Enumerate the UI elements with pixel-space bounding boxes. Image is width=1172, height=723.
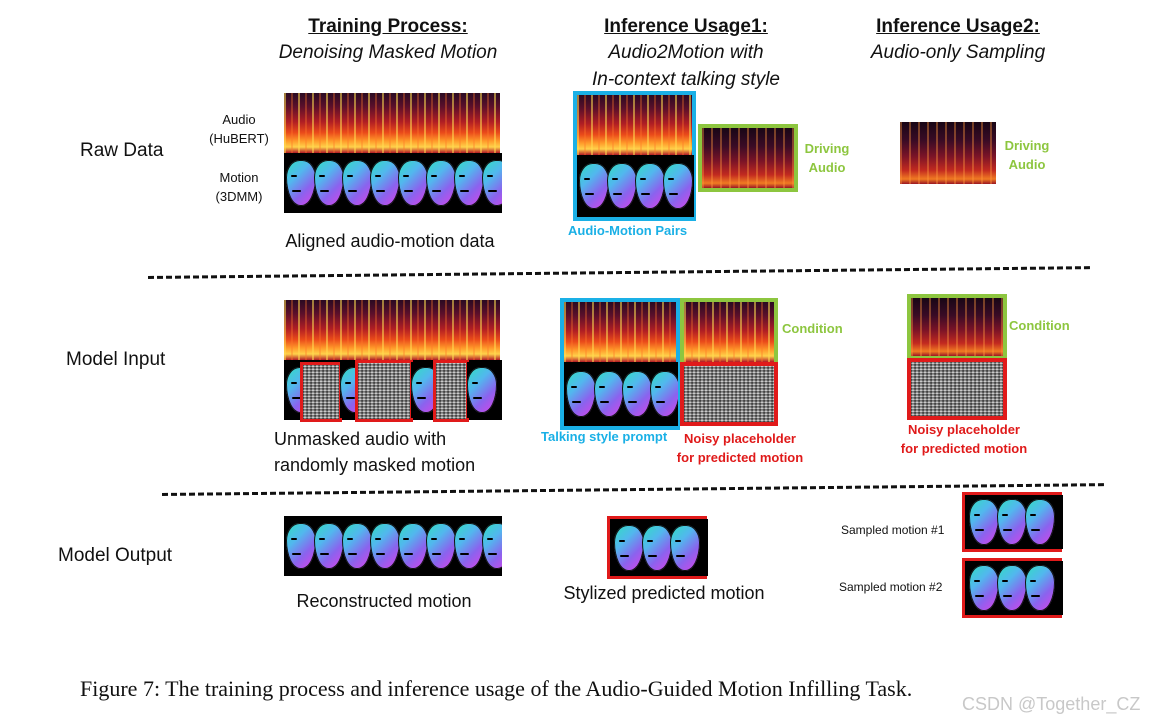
column-subtitle-inference1-line1: Audio2Motion with [608, 42, 764, 63]
face-icon [579, 163, 609, 209]
motion-strip [340, 362, 356, 418]
label-sampled-motion-1: Sampled motion #1 [841, 523, 945, 537]
driving-audio-spectrogram [900, 122, 996, 184]
motion-strip [577, 155, 694, 217]
motion-strip [965, 561, 1063, 615]
face-icon [650, 371, 678, 417]
watermark: CSDN @Together_CZ [962, 694, 1141, 714]
audio-spectrogram [284, 93, 500, 153]
motion-label: Motion (3DMM) [215, 170, 263, 204]
face-icon [314, 160, 344, 206]
row-label-raw-data: Raw Data [80, 140, 164, 161]
motion-strip [284, 153, 502, 213]
row-label-model-input: Model Input [66, 349, 166, 370]
masked-motion-block [433, 360, 469, 422]
face-icon [398, 160, 428, 206]
label-driving-audio: Driving Audio [804, 141, 850, 175]
label-condition: Condition [782, 321, 843, 336]
audio-spectrogram [702, 128, 794, 188]
face-icon [342, 523, 372, 569]
audio-spectrogram [284, 300, 500, 360]
face-icon [286, 160, 316, 206]
face-icon [670, 524, 700, 571]
condition-box-2 [907, 294, 1007, 360]
caption-aligned: Aligned audio-motion data [285, 231, 495, 251]
motion-strip [965, 495, 1063, 549]
label-noisy-placeholder-2: Noisy placeholder for predicted motion [900, 422, 1028, 456]
face-icon [1025, 565, 1055, 611]
separator-line [148, 266, 1090, 279]
face-icon [398, 523, 428, 569]
face-icon [997, 565, 1027, 611]
label-driving-audio-2: Driving Audio [1004, 138, 1050, 172]
noisy-placeholder-box [680, 362, 778, 426]
label-talking-style-prompt: Talking style prompt [541, 429, 668, 444]
face-icon [614, 524, 644, 571]
face-icon [467, 367, 497, 413]
face-icon [482, 523, 502, 569]
face-icon [997, 499, 1027, 545]
caption-unmasked-line1: Unmasked audio with [274, 429, 447, 449]
face-icon [607, 163, 637, 209]
face-icon [969, 565, 999, 611]
row-label-model-output: Model Output [58, 545, 173, 566]
figure-caption: Figure 7: The training process and infer… [80, 676, 913, 701]
face-icon [426, 523, 456, 569]
label-noisy-placeholder: Noisy placeholder for predicted motion [676, 431, 804, 465]
audio-spectrogram [684, 302, 774, 362]
face-icon [370, 160, 400, 206]
column-subtitle-inference1-line2: In-context talking style [592, 69, 780, 90]
face-icon [426, 160, 456, 206]
label-condition-2: Condition [1009, 318, 1070, 333]
column-subtitle-training: Denoising Masked Motion [278, 42, 498, 63]
face-icon [411, 367, 433, 413]
motion-strip [564, 362, 678, 426]
audio-spectrogram [564, 302, 676, 362]
face-icon [1025, 499, 1055, 545]
face-icon [286, 523, 316, 569]
caption-reconstructed: Reconstructed motion [296, 591, 472, 611]
talking-style-prompt-box [560, 298, 680, 430]
face-icon [342, 160, 372, 206]
face-icon [370, 523, 400, 569]
column-title-inference1: Inference Usage1: [604, 16, 768, 37]
driving-audio-box [698, 124, 798, 192]
face-icon [969, 499, 999, 545]
face-icon [622, 371, 652, 417]
face-icon [566, 371, 596, 417]
audio-spectrogram [577, 95, 692, 155]
audio-motion-pair-box [573, 91, 696, 221]
column-title-training: Training Process: [308, 16, 468, 37]
masked-motion-block [355, 360, 413, 422]
stylized-motion-box [607, 516, 708, 579]
face-icon [340, 367, 356, 413]
label-audio-motion-pairs: Audio-Motion Pairs [568, 223, 688, 238]
caption-stylized: Stylized predicted motion [563, 583, 765, 603]
face-icon [642, 524, 672, 571]
reconstructed-motion-strip [284, 516, 502, 576]
face-icon [454, 160, 484, 206]
audio-spectrogram [911, 298, 1003, 356]
condition-box [680, 298, 778, 366]
caption-unmasked-line2: randomly masked motion [274, 455, 476, 475]
masked-motion-block [300, 362, 342, 422]
sampled-motion-2-box [962, 558, 1063, 618]
noisy-placeholder-box-2 [907, 358, 1007, 420]
face-icon [663, 163, 693, 209]
motion-strip [411, 362, 433, 418]
label-sampled-motion-2: Sampled motion #2 [839, 580, 943, 594]
motion-strip [610, 519, 708, 576]
column-subtitle-inference2: Audio-only Sampling [870, 42, 1046, 63]
face-icon [594, 371, 624, 417]
face-icon [482, 160, 502, 206]
audio-label: Audio (HuBERT) [209, 112, 269, 146]
column-title-inference2: Inference Usage2: [876, 16, 1040, 37]
face-icon [635, 163, 665, 209]
face-icon [454, 523, 484, 569]
sampled-motion-1-box [962, 492, 1063, 552]
motion-strip [467, 362, 499, 418]
face-icon [314, 523, 344, 569]
